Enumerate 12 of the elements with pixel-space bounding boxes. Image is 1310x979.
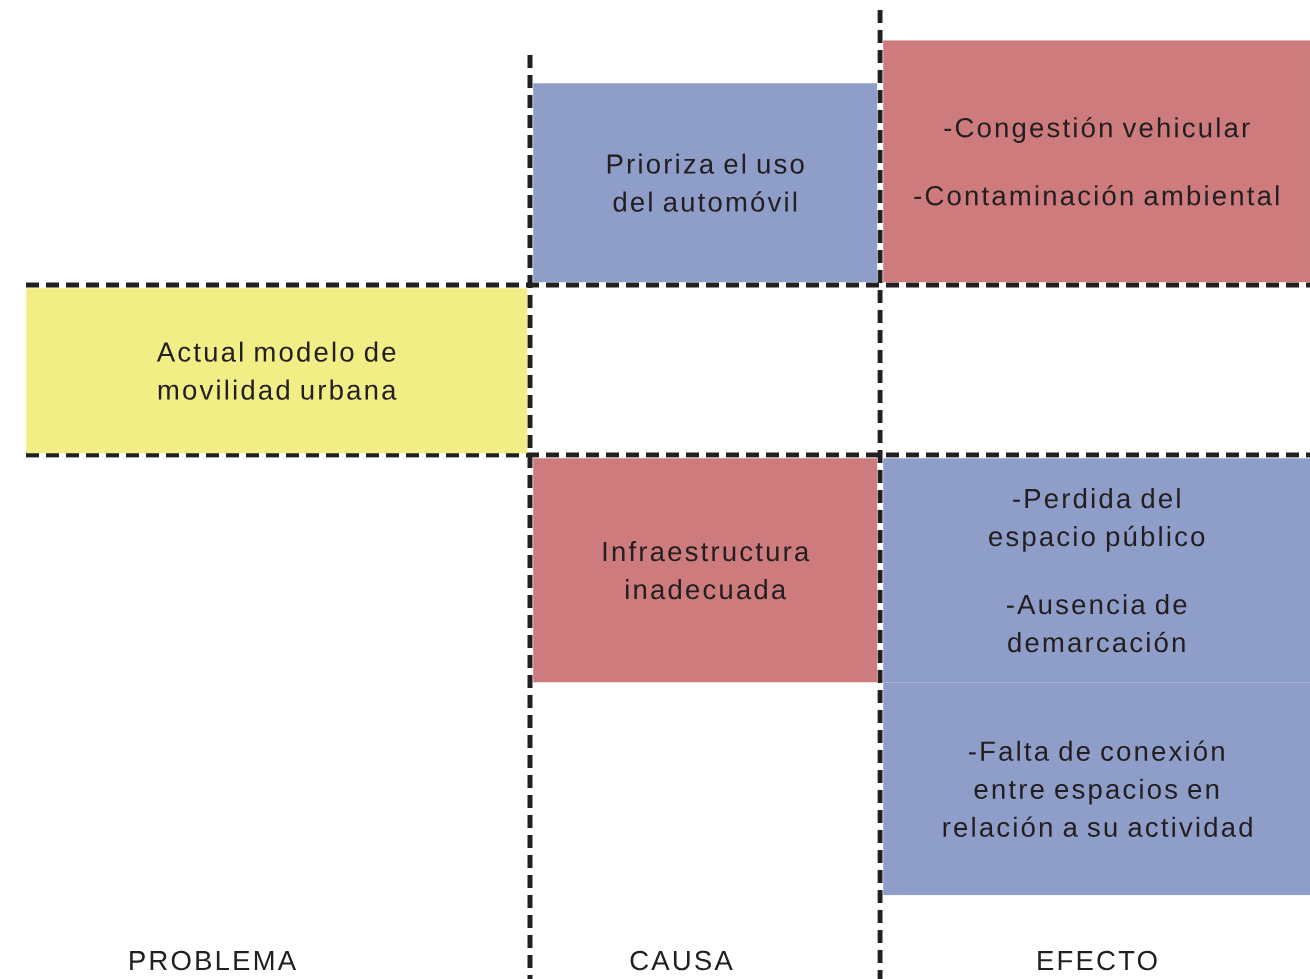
text-box: Prioriza el uso del automóvil [533, 83, 878, 283]
text-box: -Perdida del espacio público -Ausencia de demarcación [883, 458, 1310, 683]
text-box: Infraestructura inadecuada [533, 458, 878, 683]
column-label: PROBLEMA [130, 950, 297, 971]
column-label: EFECTO [1038, 950, 1157, 971]
text-box: -Falta de conexión entre espacios en relación a su actividad [883, 682, 1310, 896]
text-box: Actual modelo de movilidad urbana [26, 288, 528, 454]
node-label: -Perdida del espacio público [989, 488, 1205, 552]
node-label: -Ausencia de demarcación [1007, 594, 1187, 653]
column-label: CAUSA [630, 950, 733, 971]
node-label: -Falta de conexión entre espacios en relación a su actividad [943, 740, 1252, 837]
text-box: -Congestión vehicular -Contaminación ambiental [883, 40, 1310, 283]
